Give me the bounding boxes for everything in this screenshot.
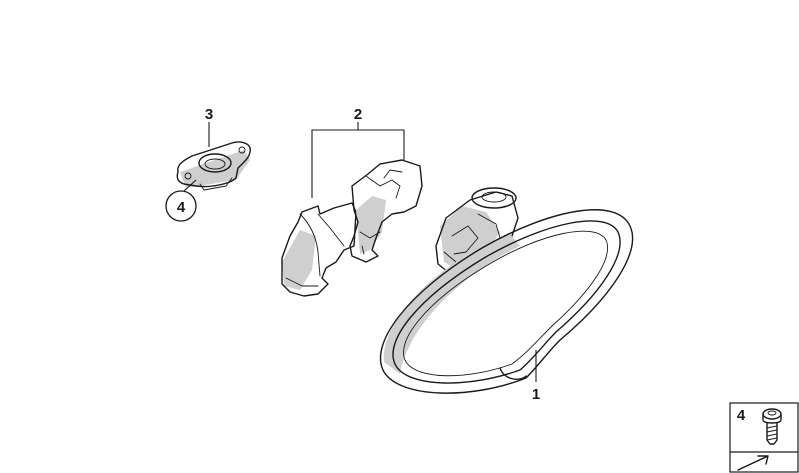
arrow-icon	[737, 455, 769, 471]
mirror-housing	[379, 209, 634, 394]
callout-3: 3	[205, 106, 213, 123]
callout-4-box-label: 4	[737, 407, 746, 424]
mounting-plate-part	[176, 141, 251, 191]
leader-line-4	[183, 179, 197, 192]
callout-4-circle	[165, 190, 197, 222]
cover-lower-part	[281, 202, 357, 297]
callout-4-circle-label: 4	[177, 199, 186, 216]
screw-detail-box: 4	[729, 402, 799, 473]
callout-2: 2	[354, 106, 362, 123]
screw-icon	[762, 408, 782, 445]
callout-1: 1	[532, 386, 540, 403]
cover-upper-part	[349, 159, 423, 263]
leader-bracket-2	[311, 129, 405, 198]
